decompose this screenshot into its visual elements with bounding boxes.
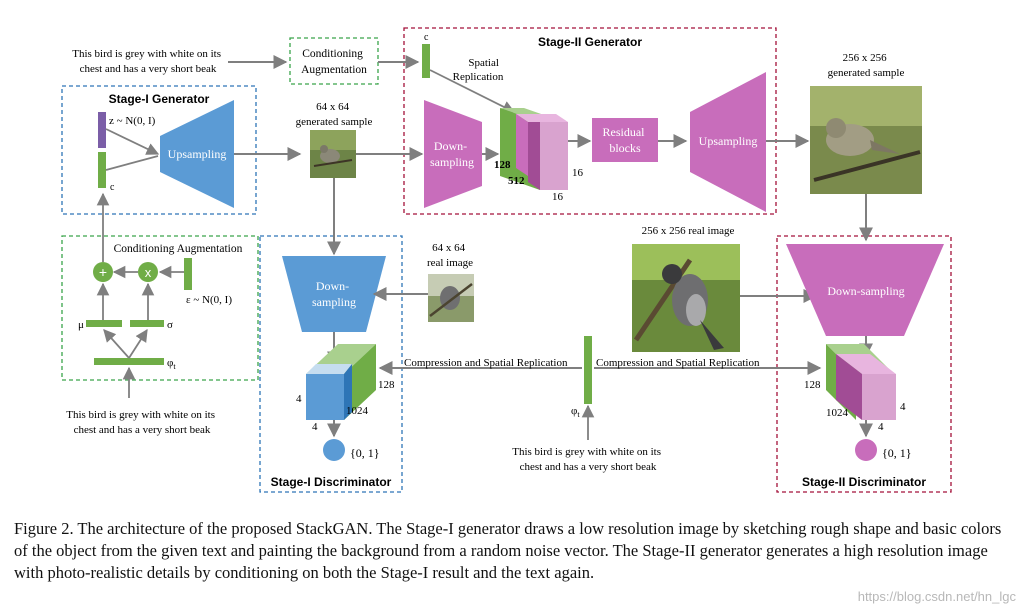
downsampling-stage2-disc: [786, 244, 944, 336]
figure-caption: Figure 2. The architecture of the propos…: [14, 519, 1002, 582]
upsampling-stage1: [160, 100, 234, 208]
d1-dim-1024: 1024: [346, 405, 369, 417]
d2-dim-4b: 4: [878, 421, 884, 433]
compression-left-label: Compression and Spatial Replication: [404, 357, 568, 369]
cond-aug-top-box: [289, 37, 379, 85]
cond-aug-top-label: Conditioning Augmentation: [301, 48, 367, 76]
sigma-label: σ: [167, 319, 173, 331]
stage1-discriminator-title: Stage-I Discriminator: [271, 475, 392, 489]
spatial-replication-label: Spatial Replication: [453, 57, 504, 83]
downsampling-stage2-gen-label: Down- sampling: [430, 139, 474, 169]
sample-64-label: 64 x 64 generated sample: [296, 101, 373, 128]
real-256-label: 256 x 256 real image: [642, 225, 735, 237]
c-label: c: [110, 182, 115, 193]
real-bird-256-image: [632, 244, 740, 352]
c-vector-bar: [98, 152, 106, 188]
epsilon-label: ε ~ N(0, I): [186, 294, 232, 306]
multiply-symbol: x: [145, 265, 152, 280]
residual-blocks-label: Residual blocks: [603, 125, 648, 155]
real-64-label: 64 x 64 real image: [427, 242, 473, 269]
upsampling-stage2: [690, 72, 766, 212]
downsampling-stage1-disc-label: Down- sampling: [312, 279, 356, 309]
upsampling-stage1-label: Upsampling: [168, 147, 227, 161]
output-node-stage1: [323, 439, 345, 461]
stage2-gen-feature-cube: [500, 108, 568, 190]
multiply-node: [138, 262, 158, 282]
stage1-generator-title: Stage-I Generator: [109, 92, 210, 106]
phi-bar-left: [94, 358, 164, 365]
mu-bar: [86, 320, 122, 327]
plus-node: [93, 262, 113, 282]
z-noise-bar: [98, 112, 106, 148]
d2-dim-4a: 4: [900, 401, 906, 413]
sample-256-label: 256 x 256 generated sample: [828, 52, 905, 79]
output-node-stage2: [855, 439, 877, 461]
mu-label: μ: [78, 319, 84, 331]
stage2-discriminator-title: Stage-II Discriminator: [802, 475, 926, 489]
epsilon-bar: [184, 258, 192, 290]
residual-blocks: [592, 118, 658, 162]
phi-label-left: φt: [167, 357, 176, 371]
sigma-bar: [130, 320, 164, 327]
z-label: z ~ N(0, I): [109, 115, 156, 127]
d1-dim-128: 128: [378, 379, 395, 391]
text-description-bottom-left: This bird is grey with white on its ches…: [66, 409, 218, 436]
stage1-disc-feature-cube: [306, 344, 376, 420]
c-vector-bar-top: [422, 44, 430, 78]
d1-dim-4a: 4: [296, 393, 302, 405]
plus-symbol: +: [99, 264, 107, 280]
stage2-generator-box: [403, 27, 777, 215]
d2-dim-1024: 1024: [826, 407, 849, 419]
phi-bar-center: [584, 336, 592, 404]
g2-dim-512: 512: [508, 175, 525, 187]
text-description-bottom-center: This bird is grey with white on its ches…: [512, 446, 664, 473]
g2-dim-16b: 16: [552, 191, 564, 203]
d2-dim-128: 128: [804, 379, 821, 391]
stage2-disc-feature-cube: [826, 344, 896, 420]
text-description-top: This bird is grey with white on its ches…: [72, 48, 224, 75]
g2-dim-16a: 16: [572, 167, 584, 179]
upsampling-stage2-label: Upsampling: [699, 134, 758, 148]
downsampling-stage2-disc-label: Down-sampling: [827, 284, 904, 298]
generated-bird-64-image: [310, 130, 356, 178]
generated-bird-256-image: [810, 86, 922, 194]
real-bird-64-image: [428, 274, 474, 322]
d1-dim-4b: 4: [312, 421, 318, 433]
c-label-top: c: [424, 32, 429, 43]
downsampling-stage1-disc: [282, 256, 386, 332]
stage1-discriminator-box: [259, 235, 403, 493]
g2-dim-128: 128: [494, 159, 511, 171]
output-label-stage1: {0, 1}: [350, 446, 380, 460]
compression-right-label: Compression and Spatial Replication: [596, 357, 760, 369]
downsampling-stage2-gen: [424, 100, 482, 208]
watermark: https://blog.csdn.net/hn_lgc: [857, 589, 1016, 604]
stage2-generator-title: Stage-II Generator: [538, 35, 642, 49]
phi-label-center: φt: [571, 405, 580, 419]
output-label-stage2: {0, 1}: [882, 446, 912, 460]
cond-aug-left-title: Conditioning Augmentation: [114, 243, 243, 255]
cond-aug-left-box: [61, 235, 259, 381]
